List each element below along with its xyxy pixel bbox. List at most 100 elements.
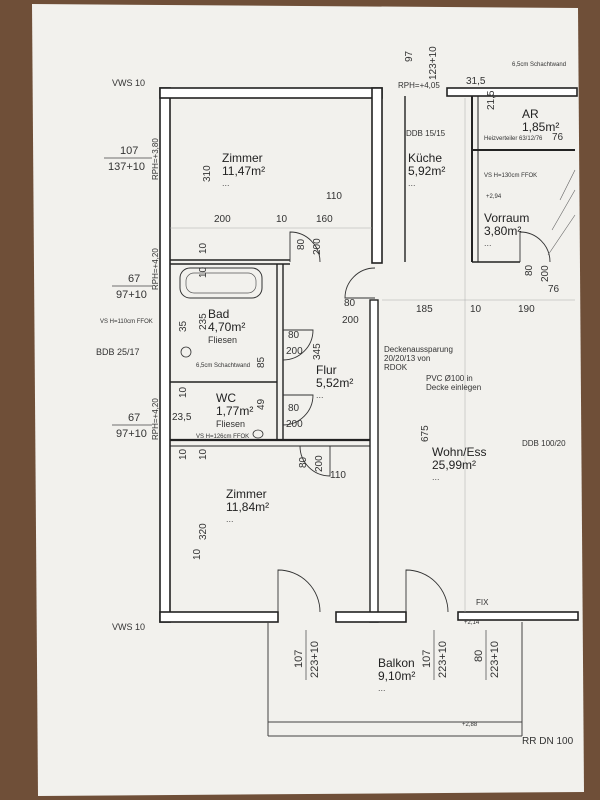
annot-bdb-25: BDB 25/17 <box>96 347 140 357</box>
top-wall-left <box>159 87 383 99</box>
room-area-vorraum: 3,80m² <box>484 224 521 238</box>
paper-sheet <box>32 4 584 796</box>
dim-bad-80: 80 <box>288 330 300 341</box>
dim-hall-10: 10 <box>470 304 482 315</box>
annot-decke-3: RDOK <box>384 363 408 372</box>
dim-z2-10a: 10 <box>198 448 209 460</box>
dim-z2-110: 110 <box>330 470 346 481</box>
dim-door1-200: 200 <box>312 238 323 255</box>
dim-z1-10b: 10 <box>198 242 209 254</box>
annot-schacht-top: 6,5cm Schachtwand <box>512 62 566 68</box>
room-name-flur: Flur <box>316 363 337 377</box>
annot-vs-bad: VS H=110cm FFOK <box>100 319 153 325</box>
dim-z1-110: 110 <box>326 191 342 202</box>
annot-ddb-15: DDB 15/15 <box>406 129 446 138</box>
dim-door1-80: 80 <box>296 238 307 250</box>
balcony-outline <box>267 622 523 737</box>
room-area-ar: 1,85m² <box>522 120 559 134</box>
dim-bal-107b: 107 <box>421 650 433 668</box>
room-name-wohn: Wohn/Ess <box>432 445 486 459</box>
room-name-zimmer2: Zimmer <box>226 487 267 501</box>
annot-rph-left3: RPH=+4,20 <box>151 398 160 440</box>
dim-left-97b: 97+10 <box>116 428 147 440</box>
dim-top-215: 21,5 <box>486 90 497 110</box>
top-wall-right <box>446 87 578 97</box>
walls <box>159 87 579 623</box>
dim-z1-200: 200 <box>214 214 231 225</box>
annot-pvc-1: PVC Ø100 in <box>426 374 473 383</box>
hatch-ar <box>547 169 576 256</box>
room-dots-balkon: ... <box>378 683 386 693</box>
room-dots-zimmer1: ... <box>222 178 230 188</box>
room-area-zimmer2: 11,84m² <box>226 500 269 514</box>
annot-level-288: +2,88 <box>462 722 478 728</box>
room-area-wohn: 25,99m² <box>432 458 476 472</box>
dim-z2-left-10: 10 <box>178 448 189 460</box>
room-name-ar: AR <box>522 107 539 121</box>
annot-ddb-100: DDB 100/20 <box>522 439 566 448</box>
room-dots-wohn: ... <box>432 472 440 482</box>
door-kueche <box>344 267 376 299</box>
dim-top-315: 31,5 <box>466 76 486 87</box>
room-name-wc: WC <box>216 391 236 405</box>
room-name-vorraum: Vorraum <box>484 211 529 225</box>
dim-wc-left-10: 10 <box>178 386 189 398</box>
dim-vr-80: 80 <box>524 264 535 276</box>
room-area-balkon: 9,10m² <box>378 669 415 683</box>
dim-z2-10b: 10 <box>192 548 203 560</box>
room-dots-zimmer2: ... <box>226 514 234 524</box>
room-name-zimmer1: Zimmer <box>222 151 263 165</box>
annot-rph-left1: RPH=+3,80 <box>151 138 160 180</box>
dim-z2-320: 320 <box>198 523 209 540</box>
annot-heizverteiler: Heizverteiler 63/12/76 <box>484 136 543 142</box>
room-finish-bad: Fliesen <box>208 335 237 345</box>
dim-flur-85: 85 <box>256 356 267 368</box>
dim-z1-10a: 10 <box>276 214 288 225</box>
dim-hall-190: 190 <box>518 304 535 315</box>
dim-bal-107a: 107 <box>293 650 305 668</box>
dim-bad-200: 200 <box>286 346 303 357</box>
annot-schacht-bad: 6,5cm Schachtwand <box>196 363 250 369</box>
dim-z1-310: 310 <box>202 165 213 182</box>
room-area-kueche: 5,92m² <box>408 164 445 178</box>
annot-vws-bottom: VWS 10 <box>112 622 145 632</box>
room-area-wc: 1,77m² <box>216 404 253 418</box>
door-balkon-right <box>405 569 449 613</box>
dim-top-123: 123+10 <box>428 46 439 80</box>
doors <box>277 231 551 613</box>
dim-bad-35: 35 <box>178 320 189 332</box>
dim-z2-200: 200 <box>314 455 325 472</box>
door-bad <box>282 329 314 361</box>
annot-vs-wc: VS H=126cm FFOK <box>196 434 249 440</box>
bathtub <box>179 267 263 299</box>
annot-decke-2: 20/20/13 von <box>384 354 430 363</box>
room-area-bad: 4,70m² <box>208 320 245 334</box>
dim-wc-49: 49 <box>256 398 267 410</box>
sink-bad <box>180 346 192 358</box>
dim-z1-160: 160 <box>316 214 333 225</box>
wall-zimmer1-right <box>371 87 383 264</box>
dim-flur-345: 345 <box>312 343 323 360</box>
room-name-kueche: Küche <box>408 151 442 165</box>
dim-z2-80: 80 <box>298 456 309 468</box>
annot-level-294: +2,94 <box>486 194 502 200</box>
dim-wc-80: 80 <box>288 403 300 414</box>
dim-wc-235: 23,5 <box>172 412 192 423</box>
room-dots-flur: ... <box>316 390 324 400</box>
room-area-zimmer1: 11,47m² <box>222 164 265 178</box>
room-name-bad: Bad <box>208 307 229 321</box>
door-balkon-left <box>277 569 321 613</box>
dim-wc-200: 200 <box>286 419 303 430</box>
dim-bal-223c: 223+10 <box>489 641 501 678</box>
dim-left-67a: 67 <box>128 273 140 285</box>
room-dots-kueche: ... <box>408 178 416 188</box>
dim-bal-223b: 223+10 <box>437 641 449 678</box>
outer-left-wall <box>159 87 171 623</box>
annot-vs-vorraum: VS H=130cm FFOK <box>484 173 537 179</box>
dim-bad-left-10: 10 <box>198 266 209 278</box>
door-vorraum <box>519 231 551 263</box>
dim-hall-185: 185 <box>416 304 433 315</box>
room-dots-vorraum: ... <box>484 238 492 248</box>
